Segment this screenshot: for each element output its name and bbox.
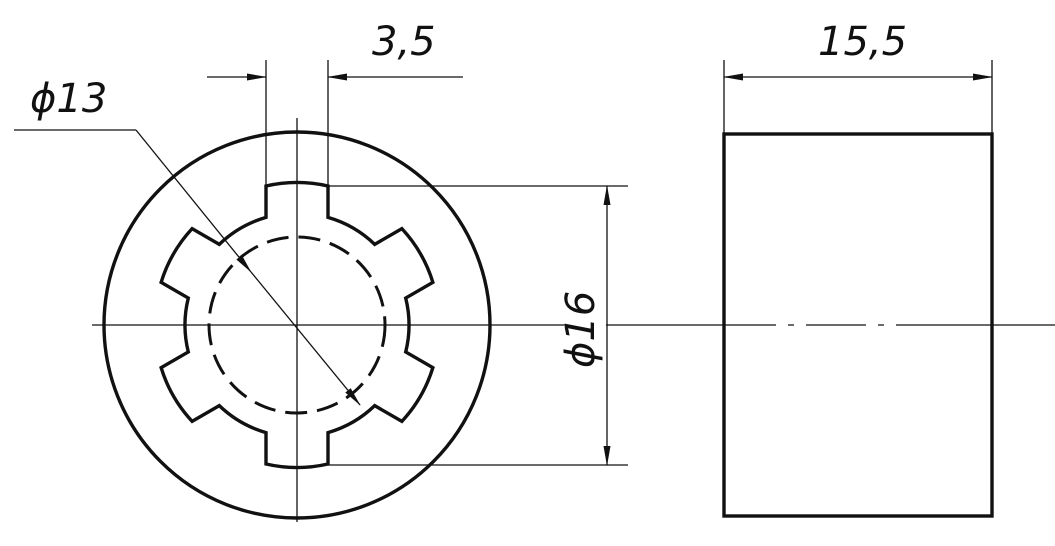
outer-circle [102, 130, 492, 520]
inner-diameter-label: ϕ13 [30, 76, 107, 122]
front-view [92, 118, 565, 522]
dimension-outer-diameter: ϕ16 [328, 185, 628, 466]
side-view [606, 132, 1055, 518]
spline-bore-profile [159, 180, 435, 470]
dimension-key-width: 3,5 [207, 19, 463, 186]
length-label: 15,5 [818, 19, 907, 65]
diameter-line-second-arrow [250, 271, 361, 406]
leader-to-first-arrow [135, 129, 252, 273]
outer-diameter-label: ϕ16 [558, 291, 604, 368]
key-width-label: 3,5 [372, 19, 436, 65]
dimension-inner-diameter: ϕ13 [14, 76, 361, 406]
dimension-length: 15,5 [723, 19, 993, 134]
hidden-pitch-circle [207, 235, 387, 415]
